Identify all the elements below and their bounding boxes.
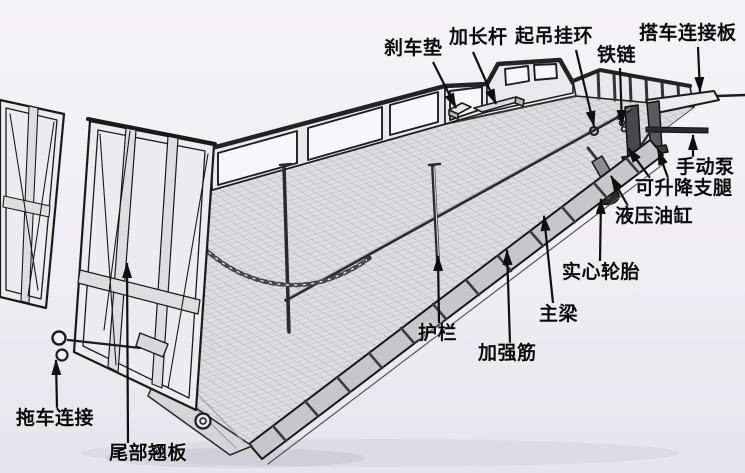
arrow-lifting-ring: [574, 49, 596, 127]
label-dock-plate: 搭车连接板: [639, 23, 737, 44]
label-lifting-ring: 起吊挂环: [515, 26, 594, 47]
arrow-extension-rod: [471, 51, 498, 105]
arrow-dock-plate: [694, 46, 705, 93]
hand-pump-handle: [640, 126, 709, 146]
arrow-reinforcing-rib: [502, 249, 513, 344]
label-iron-chain: 铁链: [597, 45, 637, 66]
arrow-main-beam: [540, 215, 555, 304]
tail-flap-left: [0, 98, 66, 310]
label-support-legs: 可升降支腿: [635, 178, 733, 199]
arrow-brake-pad: [432, 61, 457, 109]
dock-edge-line: [715, 93, 745, 98]
deck-mesh: [195, 95, 695, 445]
arrow-iron-chain: [616, 67, 627, 126]
label-hydraulic-cylinder: 液压油缸: [615, 206, 694, 227]
guardrail-post: [431, 164, 440, 264]
reinforcement-rungs: [271, 156, 641, 443]
brake-pad-part: [448, 102, 472, 120]
arrow-support-leg-1: [627, 147, 651, 179]
label-trailer-connection: 拖车连接: [16, 408, 95, 429]
extension-rod-part: [473, 96, 525, 113]
side-guardrail: [278, 108, 632, 334]
trailer-hitch-rings: [51, 330, 212, 430]
guardrail-post: [282, 164, 291, 334]
label-reinforcing-rib: 加强筋: [478, 343, 537, 364]
label-brake-pad: 刹车垫: [384, 38, 443, 59]
arrow-trailer-connection: [51, 359, 62, 409]
label-hand-pump: 手动泵: [676, 157, 735, 178]
arrow-tail-flap: [122, 262, 133, 444]
label-main-beam: 主梁: [539, 304, 579, 325]
arrow-support-leg-2: [656, 149, 670, 179]
arrow-guardrail: [433, 255, 444, 324]
tail-roller: [194, 412, 212, 430]
label-extension-rod: 加长杆: [449, 27, 508, 48]
main-beam-part: [248, 139, 667, 465]
label-tail-flap: 尾部翘板: [109, 443, 188, 464]
tail-flap-right: [72, 117, 217, 412]
label-solid-tire: 实心轮胎: [562, 262, 641, 283]
label-guardrail: 护栏: [418, 323, 458, 344]
arrow-solid-tire: [595, 198, 606, 262]
arrow-hydraulic-cylinder: [610, 175, 629, 207]
